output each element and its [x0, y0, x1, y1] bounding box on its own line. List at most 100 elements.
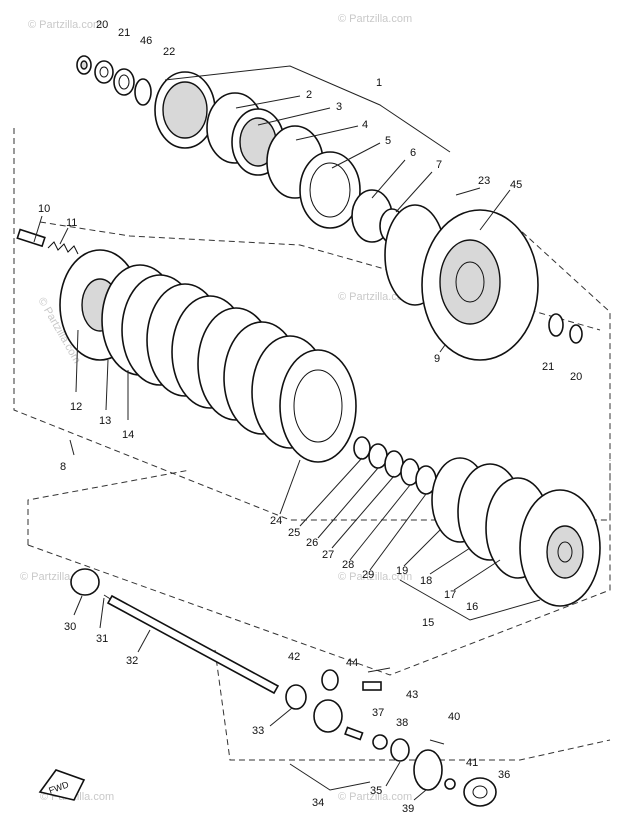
callout-34: 34: [312, 797, 324, 809]
bolt-spring-set: [16, 228, 79, 255]
watermark: © Partzilla.com: [338, 571, 412, 583]
leader-13: [105, 359, 109, 411]
callout-33: 33: [252, 725, 264, 737]
upper-group-box: [13, 128, 611, 521]
leader-2: [235, 95, 301, 109]
nut-38: [372, 734, 388, 750]
callout-40: 40: [448, 711, 460, 723]
nut-20-right: [569, 324, 583, 344]
callout-39: 39: [402, 803, 414, 815]
callout-32: 32: [126, 655, 138, 667]
clutch-boss-assembly: [431, 457, 601, 607]
callout-19: 19: [396, 565, 408, 577]
callout-7: 7: [436, 159, 442, 171]
leader-3: [257, 107, 331, 126]
leader-7: [395, 171, 433, 213]
release-mechanism: [285, 667, 497, 807]
watermark: © Partzilla.com: [338, 791, 412, 803]
leader-30: [73, 595, 83, 616]
push-lever-34: [313, 699, 343, 733]
bearing-36: [463, 777, 497, 807]
callout-26: 26: [306, 537, 318, 549]
bracket-34: [289, 763, 371, 791]
leader-26: [317, 467, 379, 539]
callout-23: 23: [478, 175, 490, 187]
callout-3: 3: [336, 101, 342, 113]
callout-12: 12: [70, 401, 82, 413]
callout-17: 17: [444, 589, 456, 601]
ring-25: [353, 436, 371, 460]
small-rings: [353, 436, 437, 495]
callout-15: 15: [422, 617, 434, 629]
washer-21-right: [548, 313, 564, 337]
leader-28: [349, 484, 411, 561]
callout-44: 44: [346, 657, 358, 669]
callout-8: 8: [60, 461, 66, 473]
leader-25: [299, 457, 363, 527]
callout-18: 18: [420, 575, 432, 587]
leader-23: [455, 187, 481, 196]
clutch-pack: [59, 249, 357, 463]
washer-46: [113, 68, 135, 96]
nut-20-hole: [80, 60, 88, 70]
callout-30: 30: [64, 621, 76, 633]
clutch-housing-hub-45: [439, 239, 501, 325]
callout-46: 46: [140, 35, 152, 47]
callout-31: 31: [96, 633, 108, 645]
lever-42: [321, 669, 339, 691]
plate-5-inner: [309, 162, 351, 218]
washer-46-hole: [118, 74, 130, 90]
callout-41: 41: [466, 757, 478, 769]
callout-29: 29: [362, 569, 374, 581]
callout-1: 1: [376, 77, 382, 89]
clutch-boss-bore: [557, 541, 573, 563]
spring-11: [47, 241, 79, 255]
bolt-10: [16, 228, 46, 248]
leader-24: [279, 459, 301, 515]
callout-42: 42: [288, 651, 300, 663]
screw-43: [362, 681, 382, 691]
leader-27: [331, 475, 395, 549]
leader-4: [295, 125, 359, 141]
clutch-housing: [384, 204, 583, 361]
upper-group-box-top: [39, 221, 601, 331]
leader-45: [479, 189, 511, 231]
watermark: © Partzilla.com: [28, 19, 102, 31]
callout-5: 5: [385, 135, 391, 147]
circlip-22: [134, 78, 152, 106]
push-rod-32: [106, 594, 280, 695]
callout-2: 2: [306, 89, 312, 101]
leader-35: [385, 761, 401, 787]
callout-9: 9: [434, 353, 440, 365]
leader-6: [371, 159, 406, 199]
leader-lines: [33, 65, 541, 801]
callout-6: 6: [410, 147, 416, 159]
bracket-1: [164, 65, 451, 153]
leader-17: [453, 559, 501, 591]
callout-35: 35: [370, 785, 382, 797]
callout-38: 38: [396, 717, 408, 729]
leader-8: [69, 439, 75, 456]
callout-45: 45: [510, 179, 522, 191]
leader-9: [439, 344, 446, 353]
seal-33: [285, 684, 307, 710]
callout-20: 20: [570, 371, 582, 383]
callout-20: 20: [96, 19, 108, 31]
callout-25: 25: [288, 527, 300, 539]
callout-24: 24: [270, 515, 282, 527]
fwd-arrow-shape: [38, 769, 86, 801]
callout-11: 11: [66, 217, 77, 229]
primary-gear-assembly: [76, 55, 405, 244]
pin-44: [367, 667, 391, 673]
callout-16: 16: [466, 601, 478, 613]
callout-numbers: 20 21 46 22 1 2 3 4 5 6 7 23 45 9 21 20 …: [38, 19, 582, 815]
leader-31: [99, 597, 105, 629]
callout-14: 14: [122, 429, 134, 441]
leader-29: [369, 493, 427, 571]
callout-21: 21: [542, 361, 554, 373]
clutch-plate-24: [279, 349, 357, 463]
shaft-group-box: [214, 649, 611, 761]
watermark: © Partzilla.com: [338, 13, 412, 25]
washer-21: [94, 60, 114, 84]
washer-21-hole: [99, 66, 109, 78]
